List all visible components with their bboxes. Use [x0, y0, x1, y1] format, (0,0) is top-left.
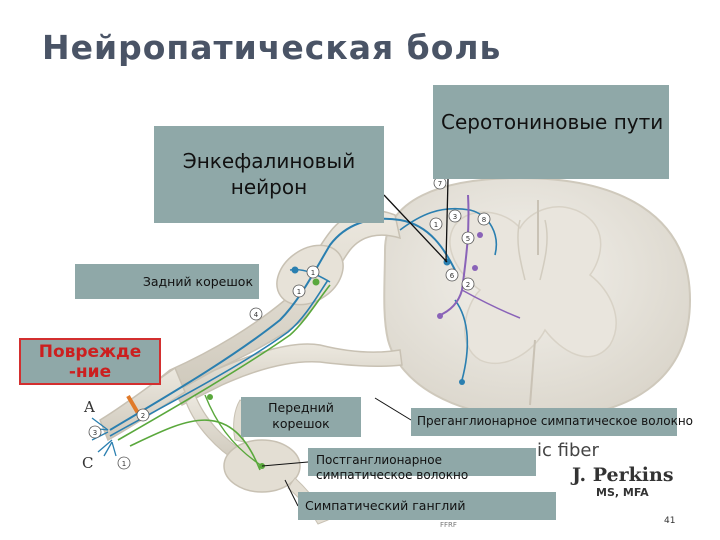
number-marker: 5	[462, 232, 474, 244]
letter-a: A	[83, 398, 95, 416]
number-marker: 2	[462, 278, 474, 290]
label-serotonin-pathways: Серотониновые пути	[433, 85, 669, 179]
svg-text:8: 8	[482, 216, 486, 224]
number-marker: 1	[430, 218, 442, 230]
credit-name: J. Perkins	[572, 464, 674, 486]
number-marker: 2	[137, 409, 149, 421]
svg-text:5: 5	[466, 235, 470, 243]
number-marker: 4	[250, 308, 262, 320]
number-marker: 3	[89, 426, 101, 438]
number-marker: 3	[449, 210, 461, 222]
svg-text:1: 1	[297, 288, 301, 296]
label-sympathetic-ganglion: Симпатический ганглий	[298, 492, 556, 520]
number-marker: 1	[307, 266, 319, 278]
svg-text:4: 4	[254, 311, 259, 319]
page-number: 41	[664, 516, 675, 526]
number-marker: 8	[478, 213, 490, 225]
credit-degree: MS, MFA	[596, 486, 649, 499]
svg-text:1: 1	[122, 460, 126, 468]
svg-text:1: 1	[311, 269, 315, 277]
svg-text:6: 6	[450, 272, 455, 280]
svg-text:3: 3	[453, 213, 457, 221]
letter-c: C	[82, 454, 93, 472]
svg-text:3: 3	[93, 429, 97, 437]
svg-text:1: 1	[434, 221, 438, 229]
svg-text:2: 2	[466, 281, 470, 289]
number-marker: 1	[118, 457, 130, 469]
svg-text:7: 7	[438, 180, 442, 188]
number-marker: 6	[446, 269, 458, 281]
fiber-text-fragment: ic fiber	[537, 440, 599, 461]
label-ventral-root: Передний корешок	[241, 397, 361, 437]
footer-source: FFRF	[440, 521, 457, 529]
page-title: Нейропатическая боль	[42, 28, 501, 67]
label-preganglionic-fiber: Преганглионарное симпатическое волокно	[411, 408, 677, 436]
label-postganglionic-fiber: Постганглионарное симпатическое волокно	[308, 448, 536, 476]
svg-text:2: 2	[141, 412, 145, 420]
preganglionic-pointer	[375, 398, 411, 420]
label-damage: Поврежде -ние	[19, 338, 161, 385]
label-dorsal-root: Задний корешок	[75, 264, 259, 299]
grey-matter	[450, 207, 616, 364]
number-marker: 1	[293, 285, 305, 297]
label-enkephalin-neuron: Энкефалиновый нейрон	[154, 126, 384, 223]
